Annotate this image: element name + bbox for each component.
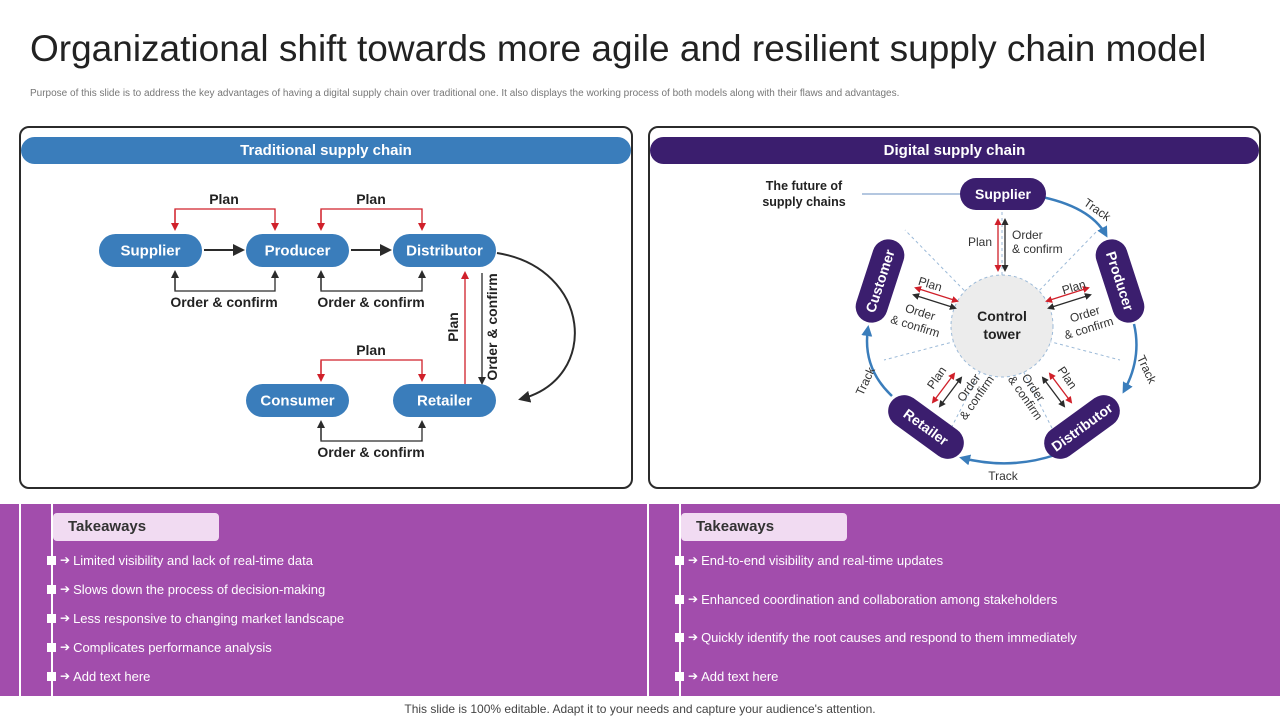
list-item: ➔Complicates performance analysis (47, 639, 272, 655)
node-customer: Customer (855, 239, 905, 323)
bullet-square-icon (47, 555, 56, 565)
order-confirm-label: Order & confirm (317, 444, 424, 460)
track-label: Track (1134, 353, 1160, 387)
plan-label: Plan (924, 364, 949, 392)
control-tower (950, 274, 1054, 378)
traditional-panel: Traditional supply chain Plan P (19, 126, 633, 489)
arrow-right-icon: ➔ (688, 592, 699, 606)
node-retailer: Retailer (888, 395, 964, 459)
arrow-right-icon: ➔ (688, 553, 699, 567)
plan-label: Plan (445, 312, 461, 342)
bullet-square-icon (47, 671, 56, 681)
bullet-square-icon (47, 584, 56, 594)
digital-diagram: The future of supply chains Track Track … (762, 178, 1160, 483)
arrow-right-icon: ➔ (60, 640, 71, 654)
arrow-right-icon: ➔ (60, 669, 71, 683)
order-arrow-distributor (1041, 376, 1066, 408)
traditional-header: Traditional supply chain (21, 137, 631, 164)
bullet-square-icon (47, 613, 56, 623)
track-label: Track (853, 364, 879, 398)
list-item: ➔Enhanced coordination and collaboration… (675, 591, 1057, 607)
list-item: ➔Add text here (47, 668, 150, 684)
column-divider (647, 504, 649, 696)
order-arrow-consumer-retailer (317, 420, 426, 442)
node-supplier: Supplier (960, 178, 1046, 210)
node-distributor: Distributor (393, 234, 496, 267)
plan-arrow-supplier-producer (171, 208, 279, 231)
plan-label: Plan (356, 342, 386, 358)
bullet-square-icon (675, 632, 684, 642)
track-arrow-producer-distributor (1122, 323, 1138, 394)
node-producer: Producer (246, 234, 349, 267)
plan-label: Plan (968, 235, 992, 249)
list-item: ➔Quickly identify the root causes and re… (675, 629, 1077, 645)
plan-label: Plan (356, 191, 386, 207)
curved-flow-arrow (496, 252, 576, 403)
svg-text:Supplier: Supplier (975, 186, 1032, 202)
plan-label: Plan (209, 191, 239, 207)
takeaways-left: Takeaways ➔Limited visibility and lack o… (0, 504, 646, 696)
takeaways-tag: Takeaways (681, 513, 847, 541)
traditional-diagram: Plan Plan Plan Order & confirm Order & c… (99, 191, 576, 460)
list-item: ➔Less responsive to changing market land… (47, 610, 344, 626)
order-label: Order (1012, 228, 1043, 242)
order-confirm-label: Order & confirm (484, 273, 500, 380)
control-tower-label: tower (983, 326, 1021, 342)
list-item: ➔Slows down the process of decision-maki… (47, 581, 325, 597)
order-label: & confirm (1012, 242, 1063, 256)
control-tower-label: Control (977, 308, 1027, 324)
track-label: Track (1081, 196, 1114, 225)
list-item: ➔Add text here (675, 668, 778, 684)
arrow-right-icon: ➔ (60, 611, 71, 625)
order-confirm-label: Order & confirm (170, 294, 277, 310)
future-label: supply chains (762, 195, 845, 209)
plan-label: Plan (1055, 364, 1080, 392)
page-subtitle: Purpose of this slide is to address the … (30, 88, 900, 99)
track-arrow-supplier-producer (1036, 194, 1108, 238)
page-title: Organizational shift towards more agile … (30, 28, 1207, 69)
order-arrow-supplier-producer (171, 270, 279, 292)
divider-line (19, 504, 21, 696)
divider-line (51, 504, 53, 696)
arrow-right-icon: ➔ (60, 553, 71, 567)
takeaways-right: Takeaways ➔End-to-end visibility and rea… (649, 504, 1280, 696)
track-arrow-distributor-retailer (959, 453, 1056, 466)
arrow-right-icon: ➔ (60, 582, 71, 596)
node-retailer: Retailer (393, 384, 496, 417)
bullet-square-icon (675, 671, 684, 681)
svg-text:Consumer: Consumer (260, 393, 334, 410)
future-label: The future of (766, 179, 843, 193)
node-consumer: Consumer (246, 384, 349, 417)
svg-text:Distributor: Distributor (406, 243, 483, 260)
takeaways-tag: Takeaways (53, 513, 219, 541)
footer-note: This slide is 100% editable. Adapt it to… (404, 702, 876, 716)
digital-header: Digital supply chain (650, 137, 1259, 164)
svg-text:Retailer: Retailer (417, 393, 472, 410)
order-arrow-producer (1047, 293, 1092, 310)
bullet-square-icon (47, 642, 56, 652)
order-arrow-retailer (938, 376, 963, 408)
plan-label: Plan (917, 274, 944, 294)
svg-text:Supplier: Supplier (120, 243, 180, 260)
order-confirm-label: Order & confirm (317, 294, 424, 310)
list-item: ➔Limited visibility and lack of real-tim… (47, 552, 313, 568)
track-arrow-retailer-customer (861, 325, 893, 397)
plan-label: Plan (1060, 277, 1087, 297)
order-arrow-customer (912, 293, 957, 310)
arrow-right-icon: ➔ (688, 669, 699, 683)
bullet-square-icon (675, 555, 684, 565)
plan-arrow-consumer-retailer (317, 359, 426, 382)
track-label: Track (988, 469, 1019, 483)
list-item: ➔End-to-end visibility and real-time upd… (675, 552, 943, 568)
order-arrow-producer-distributor (317, 270, 426, 292)
takeaways-band: Takeaways ➔Limited visibility and lack o… (0, 504, 1280, 696)
svg-text:Producer: Producer (265, 243, 331, 260)
plan-arrow-producer-distributor (317, 208, 426, 231)
arrow-right-icon: ➔ (688, 630, 699, 644)
node-supplier: Supplier (99, 234, 202, 267)
bullet-square-icon (675, 594, 684, 604)
digital-panel: Digital supply chain The future of suppl… (648, 126, 1261, 489)
